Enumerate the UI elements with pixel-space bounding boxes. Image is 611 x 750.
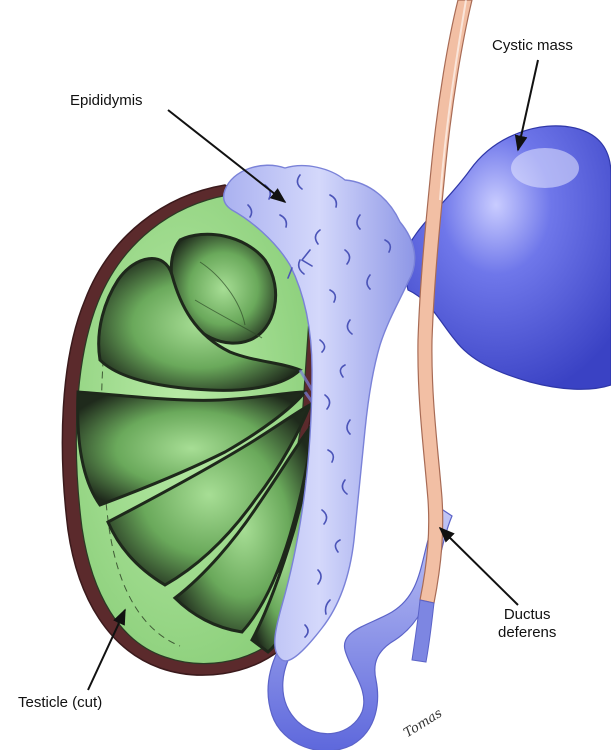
- testicle-label: Testicle (cut): [18, 694, 102, 712]
- ductus-deferens-pointer: [440, 528, 518, 605]
- ductus-label-line2: deferens: [498, 624, 556, 642]
- ductus-label-line1: Ductus: [498, 606, 556, 624]
- testicle: [62, 185, 320, 675]
- cystic-mass-label: Cystic mass: [492, 37, 573, 55]
- ductus-deferens-label: Ductus deferens: [498, 606, 556, 642]
- epididymis-label: Epididymis: [70, 92, 143, 110]
